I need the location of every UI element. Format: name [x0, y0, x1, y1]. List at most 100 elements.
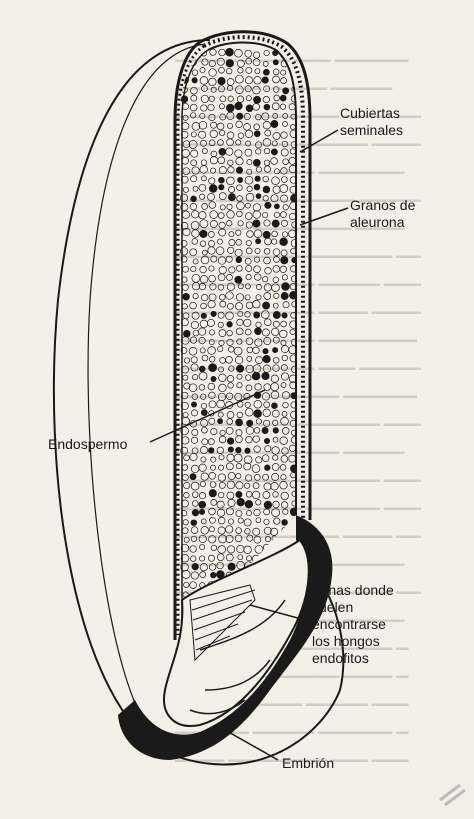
- endosperm-cell: [227, 132, 234, 139]
- endosperm-cell: [253, 204, 260, 211]
- endosperm-cell: [254, 312, 260, 318]
- endosperm-cell: [235, 303, 242, 310]
- endosperm-cell: [255, 176, 260, 181]
- endosperm-cell: [282, 448, 289, 455]
- endosperm-cell: [219, 374, 227, 382]
- endosperm-cell: [226, 427, 233, 434]
- endosperm-cell: [283, 509, 288, 514]
- endosperm-cell: [253, 220, 260, 227]
- endosperm-cell: [235, 393, 242, 400]
- endosperm-cell: [192, 509, 199, 516]
- endosperm-cell: [227, 419, 233, 425]
- endosperm-cell: [211, 311, 216, 316]
- endosperm-cell: [182, 284, 188, 290]
- endosperm-cell: [246, 222, 252, 228]
- endosperm-cell: [247, 535, 253, 541]
- endosperm-cell: [183, 313, 189, 319]
- endosperm-cell: [263, 474, 269, 480]
- leader-granos: [300, 208, 348, 225]
- endosperm-cell: [211, 151, 217, 157]
- endosperm-cell: [281, 417, 289, 425]
- endosperm-cell: [209, 364, 217, 372]
- label-endospermo: Endospermo: [48, 436, 127, 453]
- endosperm-cell: [273, 132, 280, 139]
- endosperm-cell: [218, 77, 225, 84]
- endosperm-cell: [281, 292, 288, 299]
- endosperm-cell: [273, 266, 280, 273]
- endosperm-cell: [183, 293, 190, 300]
- endosperm-cell: [271, 195, 278, 202]
- endosperm-cell: [217, 509, 224, 516]
- endosperm-cell: [191, 222, 199, 230]
- endosperm-cell: [255, 114, 261, 120]
- endosperm-cell: [263, 409, 271, 417]
- endosperm-cell: [210, 130, 218, 138]
- endosperm-cell: [191, 321, 198, 328]
- endosperm-cell: [263, 69, 269, 75]
- endosperm-cell: [202, 148, 207, 153]
- endosperm-cell: [236, 528, 242, 534]
- endosperm-cell: [226, 221, 232, 227]
- endosperm-cell: [246, 105, 253, 112]
- endosperm-cell: [281, 346, 288, 353]
- endosperm-cell: [254, 410, 262, 418]
- endosperm-cell: [209, 508, 216, 515]
- endosperm-cell: [201, 313, 206, 318]
- endosperm-cell: [264, 284, 271, 291]
- endosperm-cell: [210, 49, 216, 55]
- endosperm-cell: [262, 455, 269, 462]
- endosperm-cell: [227, 283, 234, 290]
- endosperm-cell: [182, 149, 190, 157]
- endosperm-cell: [256, 194, 261, 199]
- endosperm-cell: [273, 311, 280, 318]
- endosperm-cell: [254, 266, 261, 273]
- endosperm-cell: [201, 105, 207, 111]
- endosperm-cell: [181, 96, 188, 103]
- endosperm-cell: [218, 312, 224, 318]
- endosperm-cell: [190, 556, 196, 562]
- endosperm-cell: [200, 230, 207, 237]
- endosperm-cell: [226, 463, 233, 470]
- endosperm-cell: [273, 277, 279, 283]
- endosperm-cell: [236, 86, 244, 94]
- endosperm-cell: [281, 340, 286, 345]
- endosperm-cell: [191, 410, 197, 416]
- endosperm-cell: [272, 403, 278, 409]
- endosperm-cell: [199, 131, 206, 138]
- endosperm-cell: [256, 167, 261, 172]
- endosperm-cell: [219, 266, 226, 273]
- endosperm-cell: [290, 149, 295, 154]
- endosperm-cell: [289, 455, 296, 462]
- endosperm-cell: [245, 402, 250, 407]
- endosperm-cell: [227, 204, 232, 209]
- endosperm-cell: [229, 232, 234, 237]
- endosperm-cell: [256, 322, 261, 327]
- endosperm-cell: [271, 483, 279, 491]
- endosperm-cell: [227, 454, 234, 461]
- endosperm-cell: [216, 247, 224, 255]
- endosperm-cell: [253, 436, 260, 443]
- endosperm-cell: [271, 391, 279, 399]
- endosperm-cell: [192, 274, 200, 282]
- endosperm-cell: [273, 348, 278, 353]
- endosperm-cell: [228, 519, 233, 524]
- endosperm-cell: [272, 231, 278, 237]
- endosperm-cell: [199, 385, 205, 391]
- endosperm-cell: [238, 555, 243, 560]
- endosperm-cell: [264, 337, 271, 344]
- endosperm-cell: [264, 501, 272, 509]
- endosperm-cell: [272, 328, 279, 335]
- endosperm-cell: [254, 77, 262, 85]
- endosperm-cell: [246, 265, 252, 271]
- endosperm-cell: [191, 465, 199, 473]
- endosperm-cell: [237, 96, 244, 103]
- endosperm-cell: [237, 545, 244, 552]
- endosperm-cell: [280, 481, 288, 489]
- endosperm-cell: [256, 149, 261, 154]
- endosperm-cell: [199, 337, 205, 343]
- endosperm-cell: [227, 177, 235, 185]
- endosperm-cell: [209, 490, 216, 497]
- endosperm-cell: [280, 185, 288, 193]
- endosperm-cell: [281, 177, 287, 183]
- endosperm-cell: [200, 220, 208, 228]
